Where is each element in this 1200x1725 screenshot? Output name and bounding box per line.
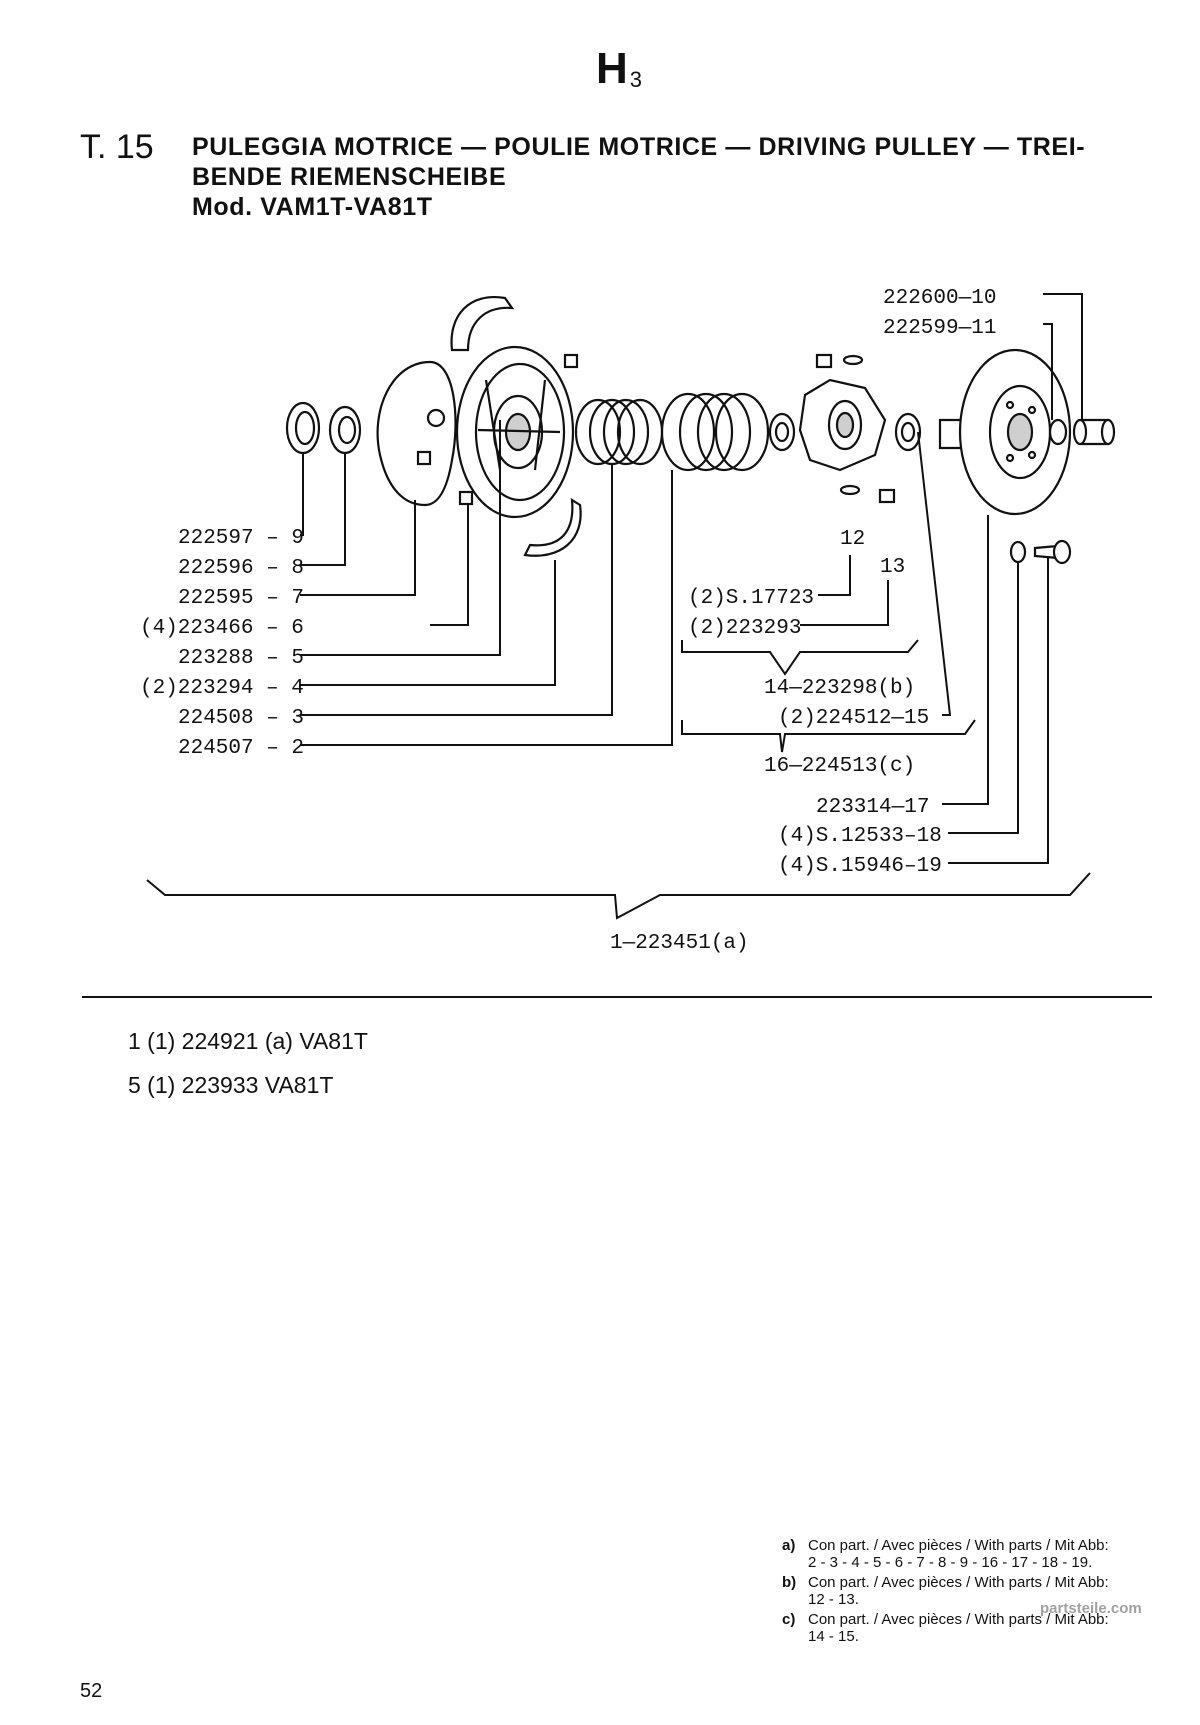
title-line-2: BENDE RIEMENSCHEIBE xyxy=(192,163,507,191)
callout-11: 222599—11 xyxy=(883,317,996,340)
footnote-refs: 12 - 13. xyxy=(808,1591,859,1608)
callout-17: 223314—17 xyxy=(816,796,929,819)
callout-4: (2)223294 – 4 xyxy=(140,677,304,700)
watermark: partsteile.com xyxy=(1040,1600,1142,1617)
spider-hub-drawing xyxy=(798,353,896,504)
callout-8: 222596 – 8 xyxy=(178,557,304,580)
callout-10: 222600—10 xyxy=(883,287,996,310)
footnote-key: a) xyxy=(782,1537,796,1554)
callout-9: 222597 – 9 xyxy=(178,527,304,550)
bushing-left-drawing xyxy=(768,412,796,452)
section-divider xyxy=(82,996,1152,998)
driving-half-pulley-drawing xyxy=(455,345,575,519)
screw-drawing xyxy=(1033,539,1072,565)
callout-16: 16—224513(c) xyxy=(764,755,915,778)
footnote-a: a) Con part. / Avec pièces / With parts … xyxy=(782,1537,1162,1571)
page-number: 52 xyxy=(80,1680,103,1702)
footnote-body: Con part. / Avec pièces / With parts / M… xyxy=(808,1537,1109,1571)
spring-inner-drawing xyxy=(574,398,664,466)
section-subscript: 3 xyxy=(629,67,643,92)
exploded-parts-diagram: 222600—10 222599—11 12 13 222597 – 9 222… xyxy=(140,287,1116,955)
table-id: T. 15 xyxy=(80,128,154,166)
segment-lower-drawing xyxy=(523,497,582,557)
title-line-1: PULEGGIA MOTRICE — POULIE MOTRICE — DRIV… xyxy=(192,133,1086,161)
lock-washer-drawing xyxy=(1009,540,1027,564)
callout-3: 224508 – 3 xyxy=(178,707,304,730)
callout-12: 12 xyxy=(840,528,865,551)
section-code: H3 xyxy=(596,44,642,94)
callout-14: 14—223298(b) xyxy=(764,677,915,700)
footnote-key: b) xyxy=(782,1574,797,1591)
parts-drawing xyxy=(285,295,1116,565)
sleeve-drawing xyxy=(1072,418,1116,446)
footnote-b: b) Con part. / Avec pièces / With parts … xyxy=(782,1574,1162,1608)
callout-6: (4)223466 – 6 xyxy=(140,617,304,640)
callout-18: (4)S.12533–18 xyxy=(778,825,942,848)
title-line-3: Mod. VAM1T-VA81T xyxy=(192,193,433,221)
footnote-c: c) Con part. / Avec pièces / With parts … xyxy=(782,1611,1162,1645)
footnote-body: Con part. / Avec pièces / With parts / M… xyxy=(808,1574,1109,1608)
footnote-text: Con part. / Avec pièces / With parts / M… xyxy=(808,1537,1109,1554)
leader-lines xyxy=(146,293,1091,920)
variant-line: 5 (1) 223933 VA81T xyxy=(128,1072,334,1098)
footnote-refs: 14 - 15. xyxy=(808,1628,859,1645)
variant-line: 1 (1) 224921 (a) VA81T xyxy=(128,1028,368,1054)
section-letter: H xyxy=(596,44,628,93)
footnote-text: Con part. / Avec pièces / With parts / M… xyxy=(808,1574,1109,1591)
snap-ring-drawing xyxy=(328,405,362,455)
callout-5: 223288 – 5 xyxy=(178,647,304,670)
callout-13: 13 xyxy=(880,556,905,579)
callout-2: 224507 – 2 xyxy=(178,737,304,760)
footnote-key: c) xyxy=(782,1611,796,1628)
seal-ring-drawing xyxy=(285,401,321,455)
pins-drawing xyxy=(416,353,579,506)
callout-7: 222595 – 7 xyxy=(178,587,304,610)
footnotes: a) Con part. / Avec pièces / With parts … xyxy=(782,1537,1162,1648)
callout-15: (2)224512—15 xyxy=(778,707,929,730)
callout-19: (4)S.15946–19 xyxy=(778,855,942,878)
callout-12-code: (2)S.17723 xyxy=(688,587,814,610)
plate-disc-drawing xyxy=(376,360,457,507)
segment-upper-drawing xyxy=(450,295,515,352)
callout-1: 1—223451(a) xyxy=(610,932,749,955)
bushing-right-drawing xyxy=(894,412,922,452)
footnote-text: Con part. / Avec pièces / With parts / M… xyxy=(808,1611,1109,1628)
footnote-refs: 2 - 3 - 4 - 5 - 6 - 7 - 8 - 9 - 16 - 17 … xyxy=(808,1554,1093,1571)
washer-drawing xyxy=(1048,418,1068,446)
part-callouts: 222600—10 222599—11 12 13 222597 – 9 222… xyxy=(140,287,996,955)
spring-outer-drawing xyxy=(660,392,770,472)
callout-13-code: (2)223293 xyxy=(688,617,801,640)
page-title: PULEGGIA MOTRICE — POULIE MOTRICE — DRIV… xyxy=(192,132,1152,222)
footnote-body: Con part. / Avec pièces / With parts / M… xyxy=(808,1611,1109,1645)
